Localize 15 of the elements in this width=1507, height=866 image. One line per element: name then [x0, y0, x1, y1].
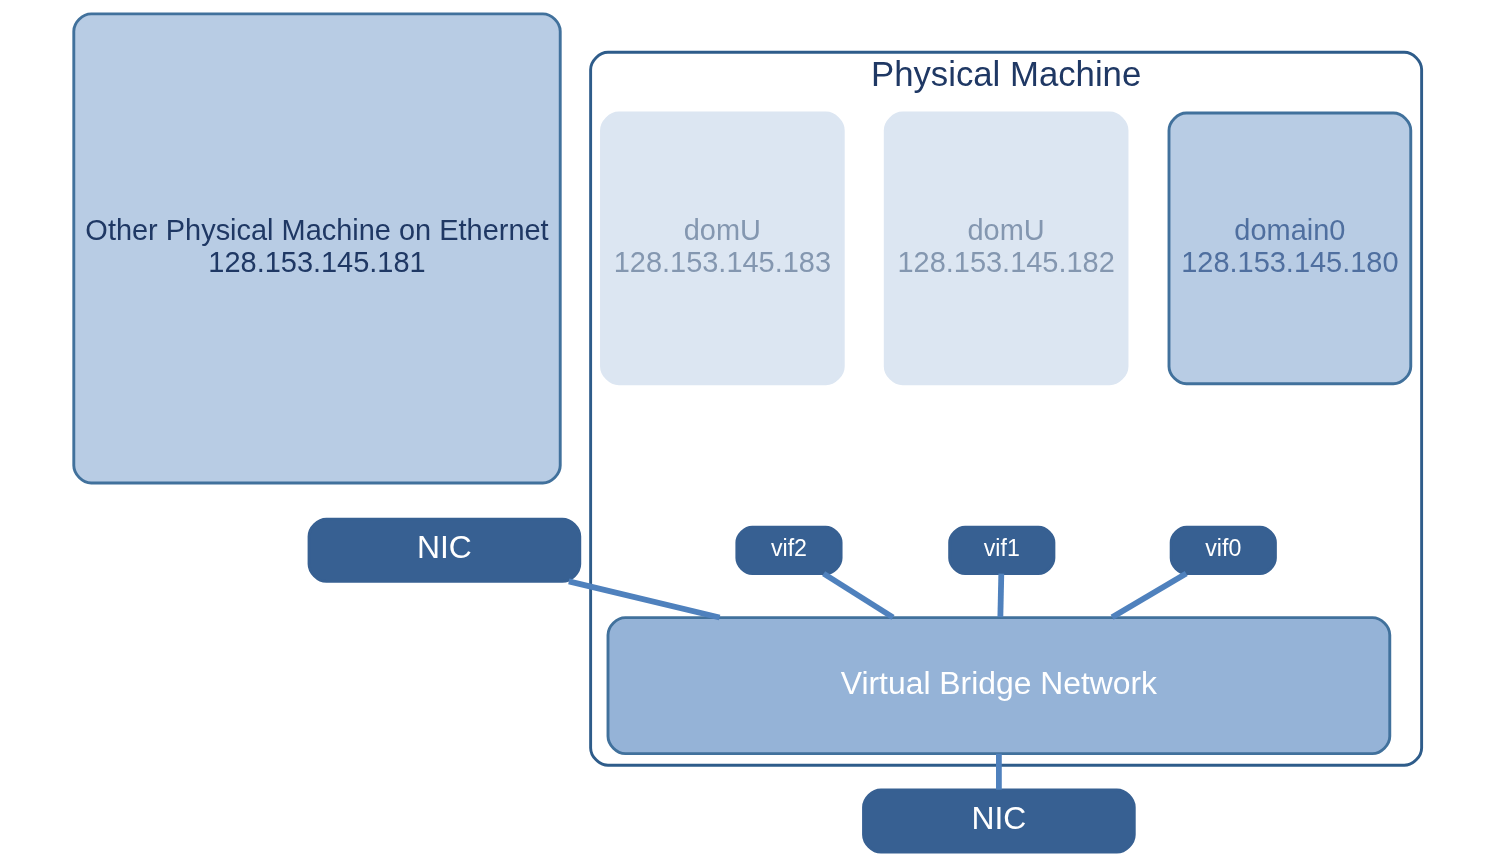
connector: [997, 573, 1005, 618]
node-box: Other Physical Machine on Ethernet 128.153.145.181: [72, 12, 562, 485]
node-box: vif2: [735, 525, 843, 575]
connector: [996, 753, 1002, 790]
node-box: domain0 128.153.145.180: [1167, 111, 1413, 386]
node-box: domU 128.153.145.183: [600, 111, 845, 386]
node-box: Virtual Bridge Network: [606, 616, 1392, 756]
node-box: NIC: [862, 788, 1136, 854]
node-box: NIC: [307, 517, 582, 583]
connector: [568, 578, 721, 621]
connector: [822, 571, 895, 620]
connector: [1110, 571, 1188, 620]
node-box: vif1: [948, 525, 1056, 575]
node-box: domU 128.153.145.182: [883, 111, 1129, 386]
node-box: vif0: [1169, 525, 1277, 575]
